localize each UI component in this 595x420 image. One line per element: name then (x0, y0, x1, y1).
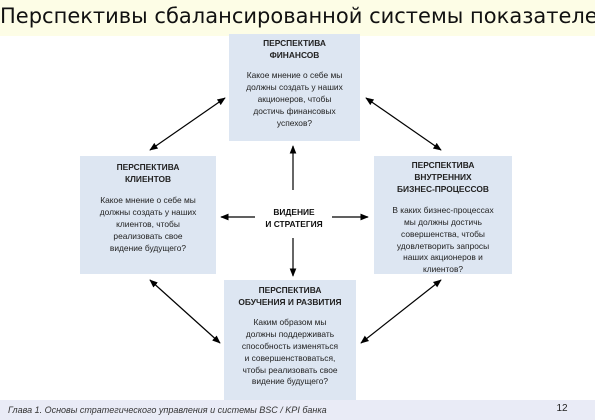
internal-question: В каких бизнес-процессах мы должны дости… (392, 204, 494, 275)
vision-strategy-label: ВИДЕНИЕ И СТРАТЕГИЯ (265, 207, 323, 230)
finance-heading: ПЕРСПЕКТИВА ФИНАНСОВ (263, 38, 326, 60)
page-number: 12 (556, 403, 568, 414)
footer-band (0, 400, 595, 420)
learning-heading: ПЕРСПЕКТИВА ОБУЧЕНИЯ И РАЗВИТИЯ (238, 285, 342, 307)
clients-question: Какое мнение о себе мы должны создать у … (99, 194, 197, 253)
clients-perspective-box: ПЕРСПЕКТИВА КЛИЕНТОВ Какое мнение о себе… (80, 156, 216, 274)
arrow-finance-internal (365, 97, 442, 151)
footer-chapter-text: Глава 1. Основы стратегического управлен… (8, 405, 327, 415)
arrow-internal-learning (360, 279, 442, 344)
arrow-learning-clients (149, 279, 221, 344)
learning-question: Каким образом мы должны поддерживать спо… (241, 316, 339, 387)
learning-perspective-box: ПЕРСПЕКТИВА ОБУЧЕНИЯ И РАЗВИТИЯ Каким об… (224, 280, 356, 403)
finance-perspective-box: ПЕРСПЕКТИВА ФИНАНСОВ Какое мнение о себе… (229, 34, 360, 141)
arrow-clients-finance (149, 97, 226, 151)
clients-heading: ПЕРСПЕКТИВА КЛИЕНТОВ (116, 162, 180, 184)
internal-heading: ПЕРСПЕКТИВА ВНУТРЕННИХ БИЗНЕС-ПРОЦЕССОВ (397, 160, 489, 194)
title-band (0, 0, 595, 36)
internal-processes-perspective-box: ПЕРСПЕКТИВА ВНУТРЕННИХ БИЗНЕС-ПРОЦЕССОВ … (374, 156, 512, 274)
finance-question: Какое мнение о себе мы должны создать у … (246, 69, 343, 128)
slide-title: Перспективы сбалансированной системы пок… (0, 4, 595, 28)
